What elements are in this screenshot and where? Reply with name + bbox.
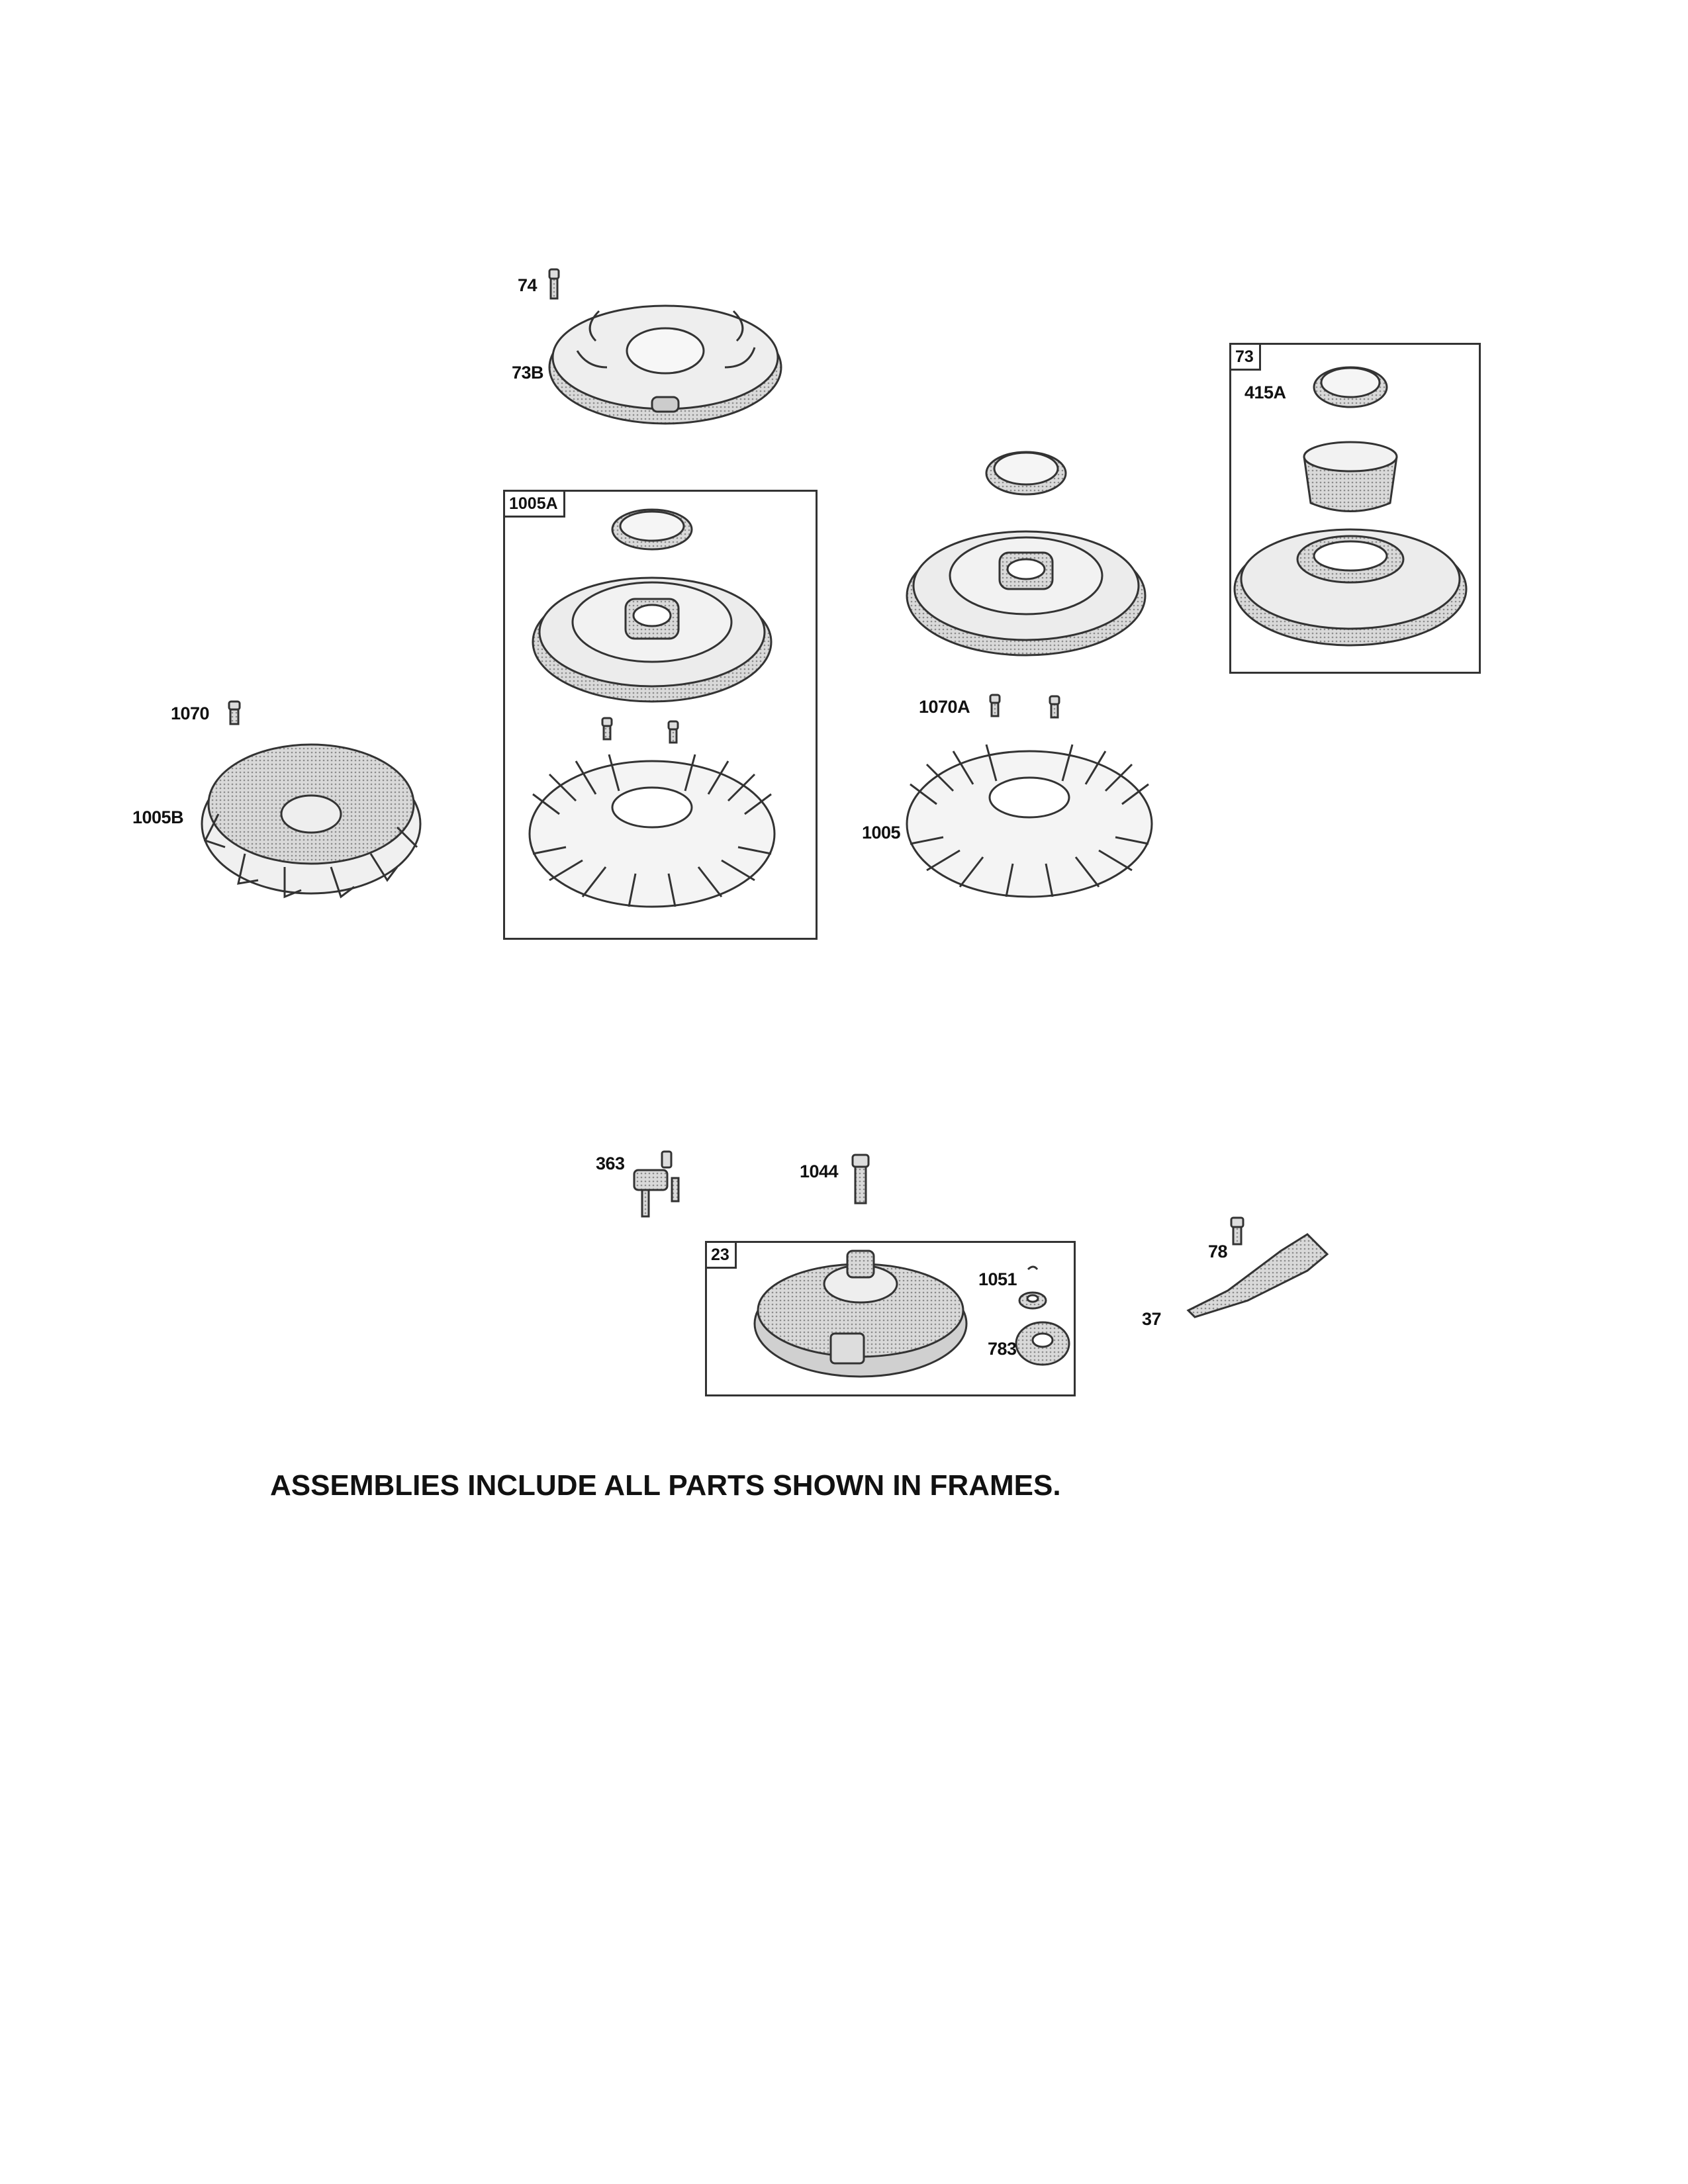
label-part-74: 74 [518, 275, 538, 295]
part-1051-washer-drawing [1018, 1265, 1047, 1310]
frame-tag-23: 23 [707, 1243, 737, 1269]
part-1005B-fan-drawing [201, 743, 422, 899]
part-1070-screw-drawing [228, 700, 241, 725]
part-74-bolt-drawing [548, 268, 560, 300]
part-1044-bolt-drawing [851, 1154, 870, 1205]
part-363-bracket-drawing [633, 1150, 680, 1218]
part-783-gear-drawing [1015, 1321, 1070, 1366]
assembly-frame-23: 23 [705, 1241, 1076, 1396]
label-part-73B: 73B [512, 363, 544, 383]
part-1005-cover-drawing [906, 451, 1147, 657]
label-part-37: 37 [1142, 1309, 1162, 1329]
label-part-1005: 1005 [862, 823, 901, 842]
part-1005-fan-drawing [906, 744, 1153, 898]
part-37-blade-drawing [1186, 1233, 1329, 1318]
label-part-1070: 1070 [171, 704, 210, 723]
part-1005A-assembly-drawing [528, 508, 776, 908]
label-part-1070A: 1070A [919, 697, 970, 717]
frame-tag-73: 73 [1231, 345, 1261, 371]
label-part-415A: 415A [1244, 383, 1286, 402]
part-73-assembly-drawing [1233, 366, 1468, 647]
assembly-frame-73: 73 [1229, 343, 1481, 674]
assembly-frame-1005A: 1005A [503, 490, 818, 940]
part-73B-cover-drawing [548, 304, 782, 425]
label-part-1005B: 1005B [132, 807, 184, 827]
part-23-flywheel-drawing [753, 1250, 968, 1378]
part-1070A-screws-drawing [989, 694, 1060, 719]
part-78-bolt-drawing [1230, 1216, 1244, 1246]
label-part-783: 783 [988, 1339, 1017, 1359]
label-part-1044: 1044 [800, 1161, 839, 1181]
label-part-78: 78 [1208, 1242, 1228, 1261]
label-part-1051: 1051 [978, 1269, 1017, 1289]
assemblies-note: ASSEMBLIES INCLUDE ALL PARTS SHOWN IN FR… [270, 1469, 1061, 1502]
label-part-363: 363 [596, 1154, 625, 1173]
frame-tag-1005A: 1005A [505, 492, 565, 518]
